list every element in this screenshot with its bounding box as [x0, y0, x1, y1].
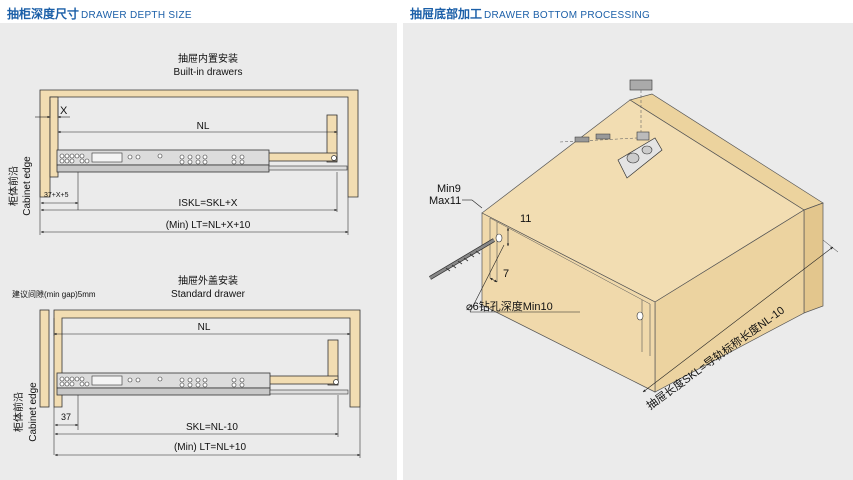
standard-drawer-back	[327, 339, 339, 386]
builtin-skl-label: ISKL=SKL+X	[179, 198, 238, 209]
builtin-title-en: Built-in drawers	[174, 67, 243, 78]
standard-title-cn: 抽屉外盖安装	[178, 274, 238, 287]
rail-label-area	[91, 152, 123, 163]
standard-drawer-diagram: 抽屉外盖安装 Standard drawer 建议间隙(min gap)5mm …	[12, 274, 361, 458]
max-label: Max11	[429, 195, 461, 207]
standard-title-en: Standard drawer	[171, 289, 246, 300]
drawer-bottom-diagram: Min9 Max11 11 7 ⌀6钻孔深度Min10 抽屉长度SKL=导轨标称…	[428, 79, 839, 412]
builtin-offset-label: 37+X+5	[44, 192, 69, 199]
builtin-edge-en: Cabinet edge	[22, 156, 33, 216]
slide-rail-extension	[268, 165, 348, 171]
cabinet-frame	[39, 89, 359, 198]
drawer-depth-diagram: 抽屉内置安装 Built-in drawers X	[7, 52, 361, 458]
builtin-nl-label: NL	[197, 121, 210, 132]
drill-hole-left	[495, 233, 503, 243]
drawer-side-board	[803, 202, 824, 314]
drill-bit-icon	[428, 238, 496, 280]
standard-slide-rail-lower	[56, 387, 271, 396]
standard-nl-label: NL	[198, 322, 211, 333]
slide-rail-lower	[56, 164, 270, 173]
drill-hole-right	[636, 311, 644, 321]
builtin-lt-label: (Min) LT=NL+X+10	[166, 220, 251, 231]
standard-slide-rail	[56, 372, 271, 389]
slide-rail	[56, 149, 270, 166]
standard-cabinet-frame	[53, 309, 361, 408]
standard-skl-label: SKL=NL-10	[186, 422, 238, 433]
standard-edge-cn: 柜体前沿	[12, 392, 25, 432]
builtin-drawer-diagram: 抽屉内置安装 Built-in drawers X	[7, 52, 359, 235]
rear-bracket-clip	[559, 79, 663, 179]
drill-depth-label: ⌀6钻孔深度Min10	[466, 299, 553, 313]
builtin-edge-cn: 柜体前沿	[7, 166, 20, 206]
dim-7-label: 7	[503, 268, 509, 280]
standard-offset-label: 37	[61, 412, 71, 422]
builtin-x-label: X	[60, 105, 68, 117]
standard-lt-label: (Min) LT=NL+10	[174, 442, 247, 453]
standard-rail-holes	[59, 376, 245, 388]
standard-drawer-front	[39, 309, 50, 408]
standard-gap-label: 建议间隙(min gap)5mm	[12, 289, 96, 299]
min-label: Min9	[437, 183, 461, 195]
dim-11-label: 11	[520, 213, 531, 225]
standard-edge-en: Cabinet edge	[28, 382, 39, 442]
builtin-title-cn: 抽屉内置安装	[178, 52, 238, 65]
back-hook	[331, 155, 337, 161]
standard-rail-extension	[269, 389, 349, 395]
left-header-cn: 抽柜深度尺寸	[7, 7, 80, 21]
right-header-en: DRAWER BOTTOM PROCESSING	[484, 10, 651, 21]
rail-holes	[59, 153, 245, 165]
drawer-depth-panel: 抽屉内置安装 Built-in drawers X	[0, 23, 397, 480]
left-header-en: DRAWER DEPTH SIZE	[81, 10, 192, 21]
right-header-cn: 抽屉底部加工	[410, 7, 483, 21]
drawer-bottom-panel: Min9 Max11 11 7 ⌀6钻孔深度Min10 抽屉长度SKL=导轨标称…	[403, 23, 853, 480]
drawer-front-panel	[49, 96, 59, 178]
drawer-back-panel	[326, 114, 338, 163]
